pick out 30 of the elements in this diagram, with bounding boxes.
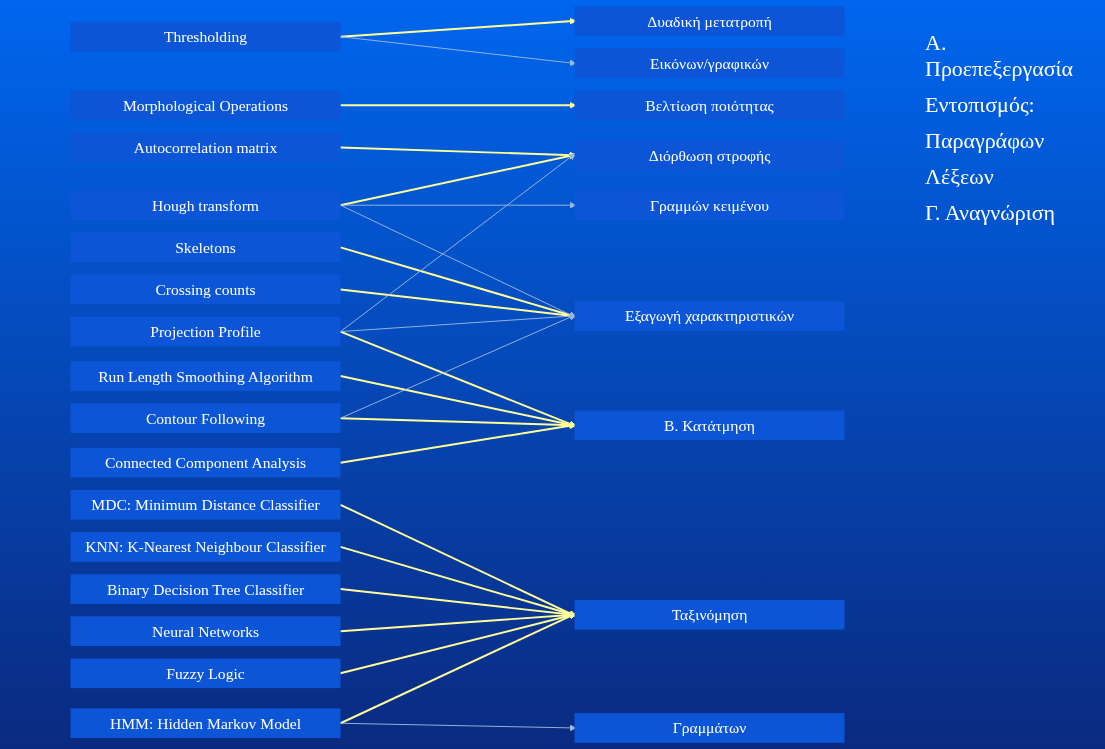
node-box: MDC: Minimum Distance Classifier — [70, 489, 341, 520]
node-box: Δυαδική μετατροπή — [574, 6, 845, 36]
node-box: KNN: K-Nearest Neighbour Classifier — [70, 532, 341, 562]
node-box: Thresholding — [70, 21, 341, 52]
node-box: Βελτίωση ποιότητας — [574, 90, 845, 121]
node-box: Neural Networks — [70, 616, 341, 646]
node-box: HMM: Hidden Markov Model — [70, 708, 341, 739]
node-box: Run Length Smoothing Algorithm — [70, 361, 341, 391]
node-box: Contour Following — [70, 403, 341, 433]
node-box: Connected Component Analysis — [70, 447, 341, 478]
node-box: Εικόνων/γραφικών — [574, 48, 845, 78]
text-label: Λέξεων — [925, 164, 995, 190]
node-box: Διόρθωση στροφής — [574, 140, 845, 171]
node-box: Binary Decision Tree Classifier — [70, 574, 341, 604]
node-box: Morphological Operations — [70, 90, 341, 121]
node-box: Crossing counts — [70, 274, 341, 305]
node-box: Β. Κατάτμηση — [574, 410, 845, 441]
node-box: Εξαγωγή χαρακτηριστικών — [574, 301, 845, 331]
node-box: Skeletons — [70, 232, 341, 263]
node-box: Fuzzy Logic — [70, 658, 341, 689]
node-box: Γραμμάτων — [574, 713, 845, 743]
text-label: Α. Προεπεξεργασία — [925, 30, 1075, 82]
text-label: Γ. Αναγνώριση — [925, 200, 1056, 226]
node-box: Projection Profile — [70, 316, 341, 347]
node-box: Hough transform — [70, 190, 341, 220]
text-label: Παραγράφων — [925, 128, 1046, 154]
text-label: Εντοπισμός: — [925, 92, 1036, 118]
node-box: Autocorrelation matrix — [70, 132, 341, 163]
node-box: Ταξινόμηση — [574, 600, 845, 630]
node-box: Γραμμών κειμένου — [574, 190, 845, 220]
